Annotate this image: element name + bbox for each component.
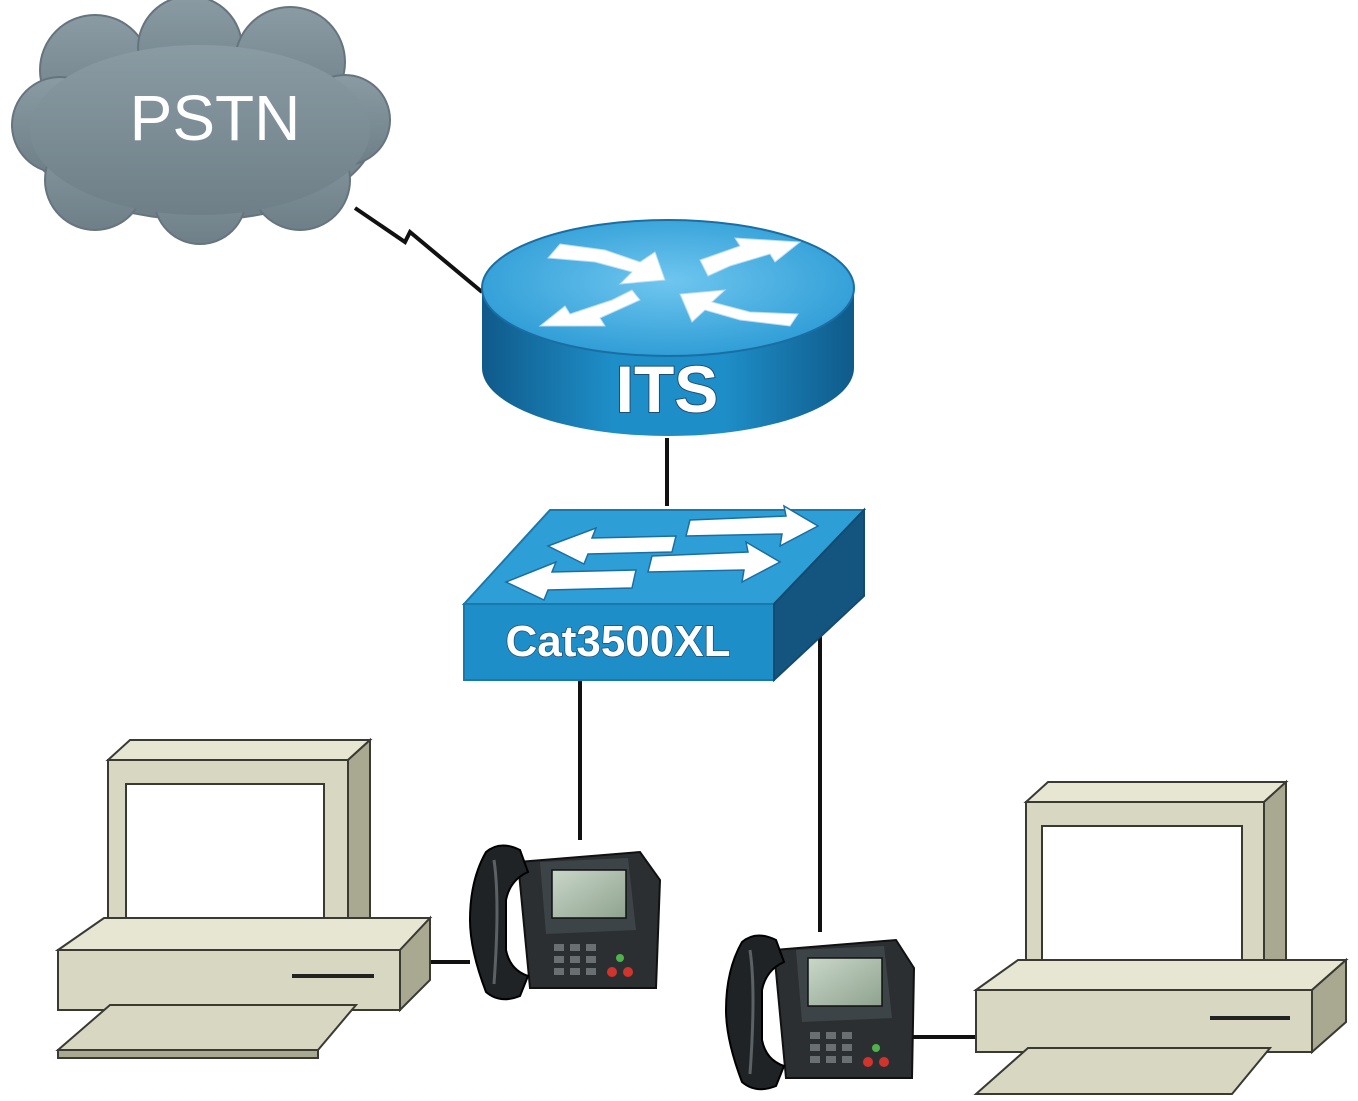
links: [353, 206, 978, 1039]
pstn-label: PSTN: [130, 82, 301, 154]
pstn-cloud: PSTN: [11, 0, 391, 245]
ip-phone-icon: [724, 934, 916, 1091]
switch-cat3500xl: Cat3500XL: [461, 504, 867, 683]
switch-label: Cat3500XL: [505, 617, 730, 666]
link-pstn-router: [353, 206, 484, 294]
workstation-icon: [972, 779, 1349, 1095]
workstation-right: [972, 779, 1349, 1095]
switch-icon: [461, 504, 867, 683]
workstation-left: [54, 737, 433, 1059]
workstation-icon: [54, 737, 433, 1059]
ip-phone-icon: [468, 844, 662, 1001]
router-label: ITS: [616, 352, 719, 426]
ip-phone-right: [724, 934, 916, 1091]
router-its: ITS: [481, 219, 855, 436]
ip-phone-left: [468, 844, 662, 1001]
router-icon: [481, 219, 855, 436]
